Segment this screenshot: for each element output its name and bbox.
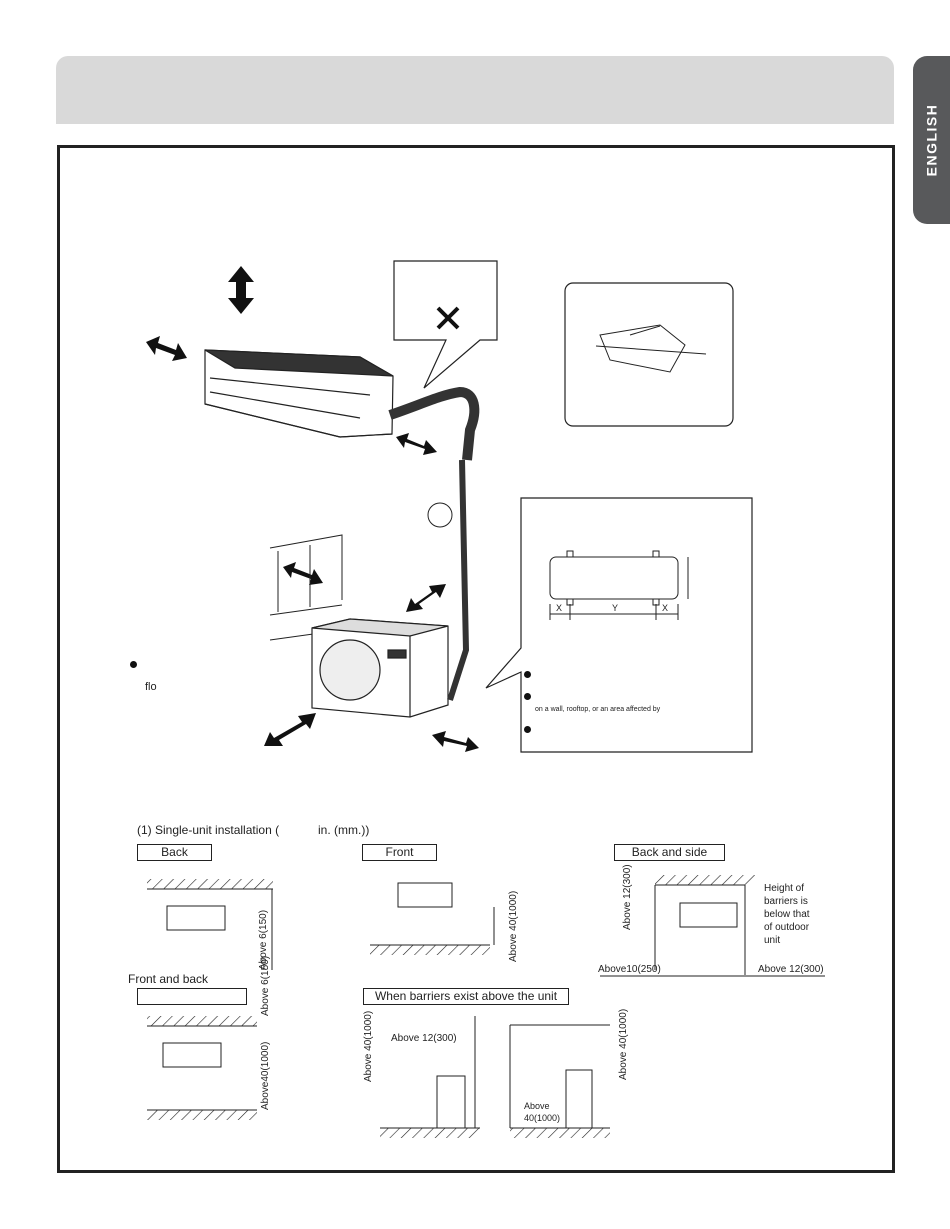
barriers-above-label: When barriers exist above the unit [363,988,569,1005]
outdoor-note-bullet-3 [524,726,531,733]
mount-dim-y: Y [612,603,619,613]
indoor-note-bullet [130,661,137,668]
clearance-heading: (1) Single-unit installation ( [137,823,280,837]
pipe-callout-box [393,260,498,389]
back-side-label: Back and side [614,844,725,861]
outdoor-note-line: on a wall, rooftop, or an area affected … [535,706,661,713]
wall-pipe-sketch [595,324,707,373]
barriers-bottom-dim-1: Above [524,1101,550,1111]
back-side-top-dim: Above 12(300) [622,864,633,930]
mounting-diagram [549,550,689,620]
clearance-heading-unit: in. (mm.)) [318,823,370,837]
mount-dim-x-left: X [556,603,563,613]
drain-hose-icon [427,502,453,528]
front-back-bottom-dim: Above40(1000) [260,1041,271,1110]
outdoor-note-bullet-2 [524,693,531,700]
back-side-note-4: of outdoor [764,922,810,933]
barriers-right-dim: Above 40(1000) [618,1008,629,1080]
front-dim: Above 40(1000) [508,890,519,962]
outdoor-note-bullet-1 [524,671,531,678]
back-label: Back [137,844,212,861]
barriers-bottom-dim-2: 40(1000) [524,1113,561,1123]
front-back-top-dim: Above 6(150) [260,955,271,1016]
front-back-box [137,988,247,1005]
clearance-arrow-icons [146,266,479,752]
front-back-label: Front and back [128,972,209,986]
back-side-note-1: Height of [764,883,805,894]
back-side-right-dim: Above 12(300) [758,964,824,975]
outdoor-pipe [447,459,470,701]
back-side-note-3: below that [764,909,810,920]
connecting-pipe [388,386,480,461]
content-frame [57,145,895,1173]
barriers-left-dim: Above 40(1000) [363,1010,374,1082]
mount-dim-x-right: X [662,603,669,613]
back-side-left-dim: Above10(250) [598,964,661,975]
clearance-diagrams [147,875,825,1138]
language-tab[interactable]: ENGLISH [913,56,950,224]
outdoor-unit [311,618,449,718]
front-label: Front [362,844,437,861]
back-side-note-2: barriers is [764,896,808,907]
header-bar [56,56,894,124]
indoor-unit [204,349,394,438]
back-side-note-5: unit [764,935,781,946]
indoor-note-text: flo [145,681,157,693]
barriers-top-dim: Above 12(300) [391,1033,457,1044]
